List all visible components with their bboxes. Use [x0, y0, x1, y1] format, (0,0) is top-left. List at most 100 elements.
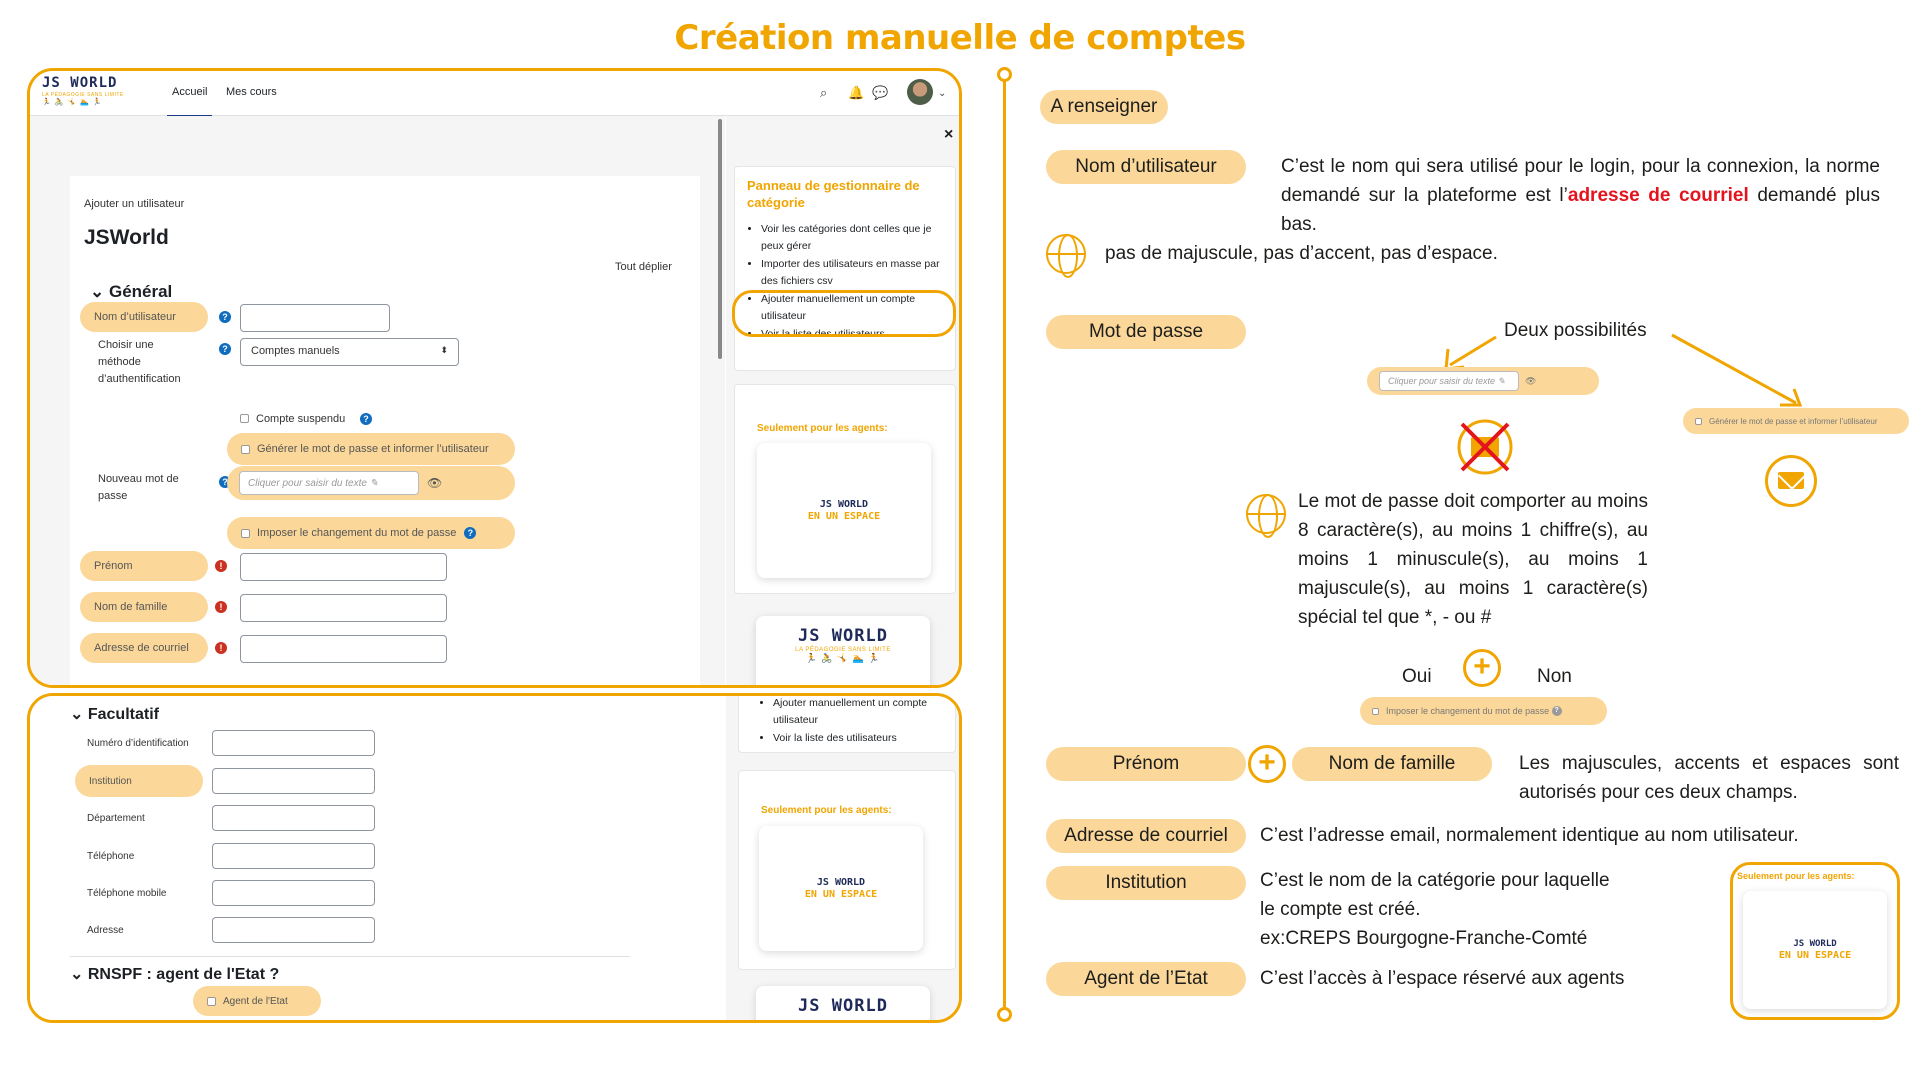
agents-only-label: Seulement pour les agents: — [761, 805, 892, 816]
mini-generate-option: Générer le mot de passe et informer l’ut… — [1683, 408, 1909, 434]
screenshot-optional-frame: ⌄ Facultatif Numéro d’identification Ins… — [27, 693, 962, 1023]
agents-only-label: Seulement pour les agents: — [757, 423, 888, 434]
generate-password-option[interactable]: Générer le mot de passe et informer l’ut… — [227, 433, 515, 465]
username-tag: Nom d’utilisateur — [1046, 150, 1246, 184]
nav-my-courses[interactable]: Mes cours — [226, 86, 277, 98]
department-label: Département — [87, 813, 145, 824]
bell-icon[interactable]: 🔔 — [848, 85, 865, 100]
globe-icon — [1046, 234, 1086, 278]
section-optional[interactable]: ⌄ Facultatif — [70, 706, 159, 723]
chevron-down-icon[interactable]: ⌄ — [938, 88, 947, 99]
plus-icon: + — [1463, 649, 1501, 687]
department-input[interactable] — [212, 805, 375, 831]
firstname-tag: Prénom — [1046, 747, 1246, 781]
expand-all-link[interactable]: Tout déplier — [615, 261, 672, 273]
panel-link[interactable]: Voir les catégories dont celles que je p… — [761, 221, 943, 255]
new-password-field[interactable]: Cliquer pour saisir du texte ✎ 👁 — [227, 466, 515, 500]
panel-continued: Ajouter manuellement un compte utilisate… — [738, 696, 956, 753]
firstname-input[interactable] — [240, 553, 447, 581]
category-manager-panel: Panneau de gestionnaire de catégorie Voi… — [734, 166, 956, 371]
username-label: Nom d’utilisateur — [80, 302, 208, 332]
lastname-tag: Nom de famille — [1292, 747, 1492, 781]
plus-icon: + — [1248, 745, 1286, 783]
panel-link[interactable]: Importer des utilisateurs en masse par d… — [761, 256, 943, 290]
help-icon[interactable]: ? — [219, 311, 231, 323]
js-world-logo-card[interactable]: JS WORLD LA PÉDAGOGIE SANS LIMITE 🏃 🚴 🤸 … — [756, 616, 930, 685]
eye-icon: 👁 — [1525, 375, 1537, 386]
two-options-label: Deux possibilités — [1504, 320, 1647, 341]
section-general[interactable]: ⌄ Général — [90, 282, 173, 301]
auth-method-select[interactable]: Comptes manuels⬍ — [240, 338, 459, 366]
main-content: Ajouter un utilisateur JSWorld Tout dépl… — [30, 116, 725, 685]
js-world-logo-card[interactable]: JS WORLD — [756, 986, 930, 1020]
institution-tag: Institution — [1046, 866, 1246, 900]
help-icon: ? — [1551, 706, 1562, 716]
force-change-option[interactable]: Imposer le changement du mot de passe? — [227, 517, 515, 549]
username-rule: pas de majuscule, pas d’accent, pas d’es… — [1105, 243, 1498, 264]
required-icon: ! — [215, 642, 227, 654]
help-icon[interactable]: ? — [360, 413, 372, 425]
address-input[interactable] — [212, 917, 375, 943]
close-icon[interactable]: × — [944, 126, 954, 143]
mini-password-input: Cliquer pour saisir du texte ✎ — [1379, 371, 1519, 391]
to-fill-tag: A renseigner — [1040, 90, 1168, 124]
no-label: Non — [1537, 666, 1572, 687]
panel-title: Panneau de gestionnaire de catégorie — [747, 178, 920, 210]
form-card-optional: ⌄ Facultatif Numéro d’identification Ins… — [30, 696, 650, 1020]
new-password-input[interactable]: Cliquer pour saisir du texte ✎ — [239, 471, 419, 495]
breadcrumb: Ajouter un utilisateur — [84, 198, 185, 210]
scrollbar[interactable] — [718, 119, 722, 359]
mail-icon — [1765, 455, 1817, 507]
institution-input[interactable] — [212, 768, 375, 794]
agents-only-label: Seulement pour les agents: — [1737, 871, 1855, 881]
chevron-down-icon: ⌄ — [90, 282, 109, 301]
panel-link[interactable]: Voir la liste des utilisateurs — [773, 730, 941, 747]
panel-link[interactable]: Ajouter manuellement un compte utilisate… — [773, 696, 941, 729]
js-world-logo[interactable]: JS WORLD LA PÉDAGOGIE SANS LIMITE 🏃 🚴 🤸 … — [42, 75, 124, 106]
mobile-label: Téléphone mobile — [87, 888, 167, 899]
lastname-label: Nom de famille — [80, 592, 208, 622]
screenshot-general-frame: JS WORLD LA PÉDAGOGIE SANS LIMITE 🏃 🚴 🤸 … — [27, 68, 962, 688]
phone-label: Téléphone — [87, 851, 135, 862]
eye-icon[interactable]: 👁 — [427, 476, 443, 490]
timeline-dot — [997, 1007, 1012, 1022]
agent-tag: Agent de l’Etat — [1046, 962, 1246, 996]
mini-force-change-option: Imposer le changement du mot de passe ? — [1360, 697, 1607, 725]
id-number-input[interactable] — [212, 730, 375, 756]
phone-input[interactable] — [212, 843, 375, 869]
timeline-dot — [997, 67, 1012, 82]
section-rnspf[interactable]: ⌄ RNSPF : agent de l'Etat ? — [70, 966, 280, 983]
lastname-input[interactable] — [240, 594, 447, 622]
email-input[interactable] — [240, 635, 447, 663]
required-icon: ! — [215, 560, 227, 572]
arrows-graphic — [1444, 333, 1803, 407]
address-label: Adresse — [87, 925, 124, 936]
avatar[interactable] — [907, 79, 933, 105]
agent-checkbox[interactable]: Agent de l'Etat — [193, 986, 321, 1016]
help-icon[interactable]: ? — [219, 343, 231, 355]
chat-icon[interactable]: 💬 — [872, 85, 889, 100]
nav-home[interactable]: Accueil — [166, 86, 214, 118]
username-input[interactable] — [240, 304, 390, 332]
institution-text: C’est le nom de la catégorie pour laquel… — [1260, 870, 1610, 949]
heading: JSWorld — [84, 226, 169, 249]
mobile-input[interactable] — [212, 880, 375, 906]
help-icon[interactable]: ? — [464, 527, 477, 539]
mini-password-field: Cliquer pour saisir du texte ✎ 👁 — [1367, 367, 1599, 395]
suspended-checkbox[interactable]: Compte suspendu — [240, 411, 345, 428]
names-text: Les majuscules, accents et espaces sont … — [1519, 753, 1899, 803]
panel-link[interactable]: Ajouter manuellement un compte utilisate… — [761, 291, 943, 325]
password-rule: Le mot de passe doit comporter au moins … — [1298, 491, 1648, 628]
search-icon[interactable]: ⌕ — [820, 85, 828, 100]
yes-label: Oui — [1402, 666, 1432, 687]
email-label: Adresse de courriel — [80, 633, 208, 663]
